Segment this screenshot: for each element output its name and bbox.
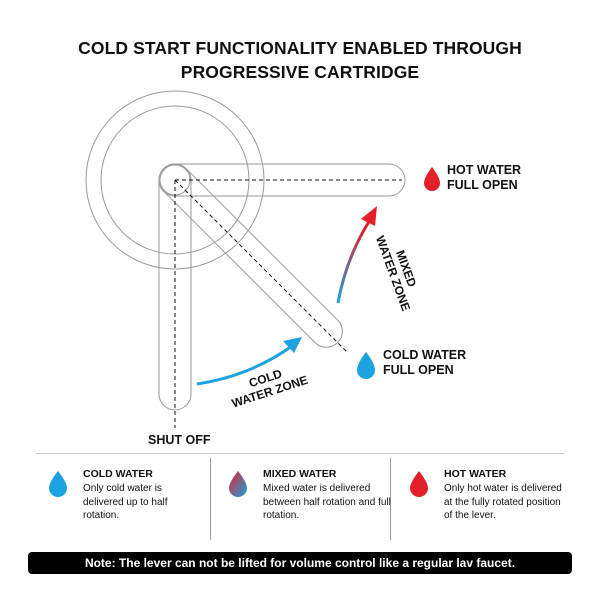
- cold-drop-icon: [49, 471, 67, 497]
- legend-top-rule: [36, 453, 564, 454]
- mixed-zone-arrow: [336, 219, 372, 304]
- hot-full-open-line-2: FULL OPEN: [447, 178, 518, 192]
- legend-hot-description: Only hot water is delivered at the fully…: [444, 483, 562, 521]
- diagram-title: COLD START FUNCTIONALITY ENABLED THROUGH…: [0, 36, 600, 84]
- title-line-1: COLD START FUNCTIONALITY ENABLED THROUGH: [78, 38, 522, 58]
- hot-water-drop-icon: [424, 167, 440, 191]
- legend-cold-heading: COLD WATER: [83, 468, 153, 480]
- cold-full-open-line-2: FULL OPEN: [383, 363, 454, 377]
- cold-water-drop-icon: [357, 352, 375, 379]
- title-line-2: PROGRESSIVE CARTRIDGE: [180, 62, 420, 82]
- legend-mixed-description: Mixed water is delivered between half ro…: [263, 483, 391, 521]
- legend-mixed-heading: MIXED WATER: [263, 468, 337, 480]
- cold-full-open-centerline: [174, 179, 348, 353]
- faucet-base-outer-circle: [85, 90, 265, 270]
- legend-divider-1: [210, 458, 211, 540]
- cold-full-open-line-1: COLD WATER: [383, 348, 467, 362]
- mixed-drop-icon: [229, 471, 247, 497]
- cold-water-full-open-label: COLD WATER FULL OPEN: [383, 348, 466, 378]
- note-banner: Note: The lever can not be lifted for vo…: [28, 552, 572, 574]
- legend-hot-heading: HOT WATER: [444, 468, 507, 480]
- shut-off-label: SHUT OFF: [148, 433, 211, 447]
- cold-zone-arrow: [196, 344, 293, 386]
- lever-cold-full-open-position: [158, 163, 343, 348]
- hot-water-full-open-label: HOT WATER FULL OPEN: [447, 163, 521, 193]
- hot-drop-icon: [410, 471, 428, 497]
- hot-full-open-line-1: HOT WATER: [447, 163, 522, 177]
- cold-zone-arrowhead: [283, 337, 302, 353]
- legend-divider-2: [390, 458, 391, 540]
- mixed-zone-arrowhead: [361, 206, 377, 226]
- legend-cold-description: Only cold water is delivered up to half …: [83, 483, 168, 521]
